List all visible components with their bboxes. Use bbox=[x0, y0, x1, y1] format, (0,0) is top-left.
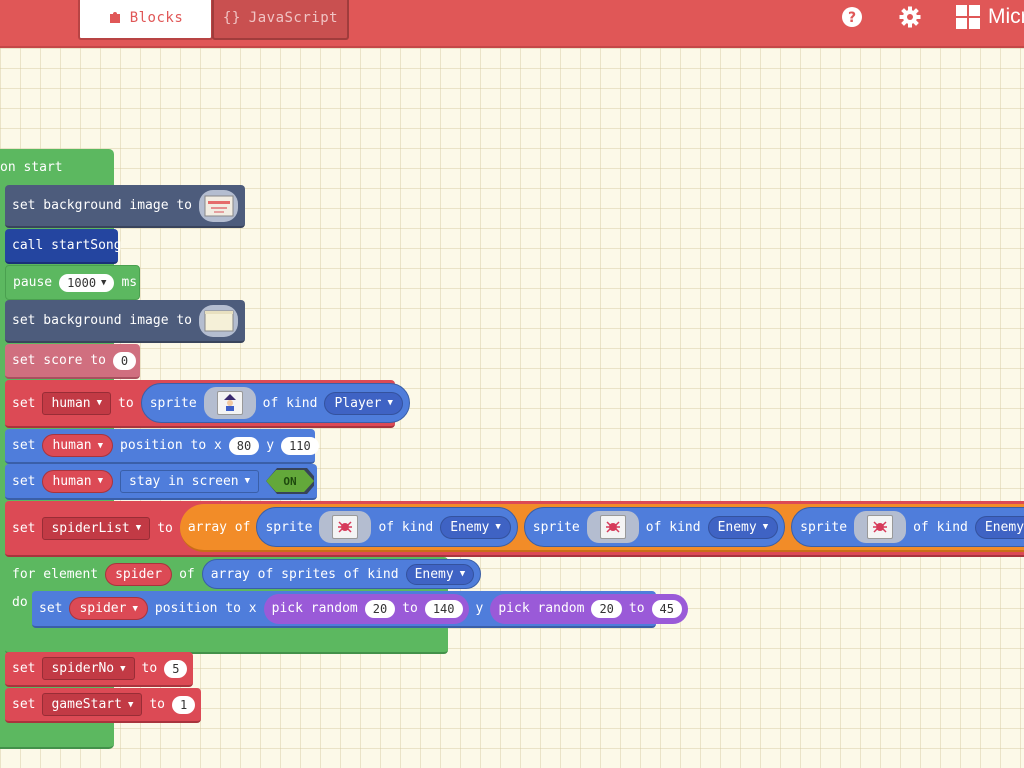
spider-position-block[interactable]: set spider ▼ position to x pick random 2… bbox=[32, 591, 688, 628]
spider-loop-variable[interactable]: spider bbox=[105, 562, 173, 586]
set-game-start-block[interactable]: set gameStart ▼ to 1 bbox=[5, 688, 201, 723]
tab-blocks-label: Blocks bbox=[129, 10, 184, 26]
sprite-flag-dropdown[interactable]: stay in screen ▼ bbox=[120, 469, 260, 493]
game-start-variable-dropdown[interactable]: gameStart ▼ bbox=[42, 693, 143, 716]
set-background-block-1[interactable]: set background image to bbox=[5, 185, 245, 228]
on-off-toggle[interactable]: ON bbox=[266, 468, 315, 494]
kind-enemy-dropdown-loop[interactable]: Enemy ▼ bbox=[405, 563, 475, 585]
kind-enemy-dropdown-1[interactable]: Enemy ▼ bbox=[440, 515, 511, 539]
chevron-down-icon: ▼ bbox=[135, 523, 142, 533]
sprite-player-expression[interactable]: sprite of kind Player ▼ bbox=[140, 383, 410, 423]
microsoft-logo-icon bbox=[956, 5, 980, 29]
spider-no-value-field[interactable]: 5 bbox=[164, 659, 188, 678]
array-of-sprites-expression[interactable]: array of sprites of kind Enemy ▼ bbox=[201, 559, 482, 589]
pick-random-y-expression[interactable]: pick random 20 to 45 bbox=[490, 593, 688, 624]
spider-no-variable-dropdown[interactable]: spiderNo ▼ bbox=[42, 657, 135, 680]
grid-image-icon bbox=[204, 310, 233, 331]
human-stay-variable-dropdown[interactable]: human ▼ bbox=[42, 469, 114, 493]
microsoft-brand[interactable]: Micr bbox=[956, 4, 1024, 30]
enemy-sprite-expression-3[interactable]: sprite of kind Enemy ▼ bbox=[791, 507, 1024, 547]
chevron-down-icon: ▼ bbox=[387, 398, 393, 408]
curly-braces-icon: {} bbox=[222, 10, 241, 26]
title-screen-image-icon bbox=[204, 195, 233, 216]
set-score-block[interactable]: set score to 0 bbox=[5, 344, 140, 379]
score-value-field[interactable]: 0 bbox=[112, 351, 137, 370]
on-start-label: on start bbox=[0, 159, 63, 175]
spider-sprite-icon bbox=[338, 521, 353, 533]
pick-random-x-expression[interactable]: pick random 20 to 140 bbox=[263, 593, 469, 624]
tab-blocks[interactable]: Blocks bbox=[78, 0, 213, 40]
brand-text: Micr bbox=[988, 5, 1024, 28]
spider-sprite-icon bbox=[605, 521, 620, 533]
chevron-down-icon: ▼ bbox=[97, 476, 104, 486]
do-label: do bbox=[12, 594, 28, 610]
array-of-expression[interactable]: array of sprite of kind Enemy ▼ sprite bbox=[179, 504, 1024, 552]
enemy-sprite-expression-1[interactable]: sprite of kind Enemy ▼ bbox=[256, 507, 518, 547]
random-x-to-field[interactable]: 140 bbox=[424, 599, 463, 618]
chevron-down-icon: ▼ bbox=[459, 569, 466, 579]
chevron-down-icon: ▼ bbox=[132, 603, 138, 614]
set-background-block-2[interactable]: set background image to bbox=[5, 300, 245, 343]
kind-player-dropdown[interactable]: Player ▼ bbox=[324, 391, 403, 415]
background-image-picker-2[interactable] bbox=[199, 304, 238, 337]
chevron-down-icon: ▼ bbox=[96, 398, 103, 408]
chevron-down-icon: ▼ bbox=[120, 663, 126, 674]
human-position-variable-dropdown[interactable]: human ▼ bbox=[42, 434, 114, 457]
chevron-down-icon: ▼ bbox=[762, 522, 769, 532]
pause-label: pause bbox=[13, 275, 53, 290]
sprite-image-picker[interactable] bbox=[203, 387, 256, 419]
enemy-sprite-picker-3[interactable] bbox=[854, 511, 907, 543]
player-sprite-icon bbox=[223, 394, 236, 411]
chevron-down-icon: ▼ bbox=[244, 476, 251, 486]
human-stay-in-screen-block[interactable]: set human ▼ stay in screen ▼ ON bbox=[5, 464, 317, 500]
tab-javascript-label: JavaScript bbox=[248, 10, 339, 26]
call-start-song-block[interactable]: call startSong bbox=[5, 229, 122, 264]
spider-list-variable-dropdown[interactable]: spiderList ▼ bbox=[42, 516, 151, 540]
for-element-header: for element spider of array of sprites o… bbox=[5, 558, 488, 590]
random-y-to-field[interactable]: 45 bbox=[651, 599, 682, 618]
chevron-down-icon: ▼ bbox=[97, 440, 104, 451]
enemy-sprite-picker-2[interactable] bbox=[586, 511, 639, 543]
kind-enemy-dropdown-3[interactable]: Enemy ▼ bbox=[974, 515, 1024, 539]
chevron-down-icon: ▼ bbox=[495, 522, 501, 532]
puzzle-piece-icon bbox=[109, 12, 120, 23]
human-x-field[interactable]: 80 bbox=[228, 436, 260, 455]
tab-javascript[interactable]: {} JavaScript bbox=[212, 0, 349, 40]
enemy-sprite-picker-1[interactable] bbox=[319, 511, 372, 543]
spider-sprite-icon bbox=[873, 521, 888, 533]
human-position-block[interactable]: set human ▼ position to x 80 y 110 bbox=[5, 429, 319, 464]
game-start-value-field[interactable]: 1 bbox=[172, 695, 196, 714]
set-spider-no-block[interactable]: set spiderNo ▼ to 5 bbox=[5, 652, 193, 687]
svg-text:?: ? bbox=[848, 10, 856, 26]
human-y-field[interactable]: 110 bbox=[281, 436, 319, 455]
human-variable-dropdown[interactable]: human ▼ bbox=[42, 391, 112, 415]
question-circle-icon[interactable]: ? bbox=[841, 6, 863, 28]
chevron-down-icon: ▼ bbox=[127, 699, 134, 710]
set-human-sprite-block[interactable]: set human ▼ to sprite of kind Player ▼ bbox=[5, 380, 410, 428]
background-image-picker[interactable] bbox=[199, 189, 238, 222]
random-x-from-field[interactable]: 20 bbox=[364, 599, 396, 618]
kind-enemy-dropdown-2[interactable]: Enemy ▼ bbox=[707, 515, 779, 539]
enemy-sprite-expression-2[interactable]: sprite of kind Enemy ▼ bbox=[523, 507, 786, 547]
pause-unit: ms bbox=[121, 275, 138, 290]
gear-icon[interactable] bbox=[899, 6, 921, 28]
chevron-down-icon: ▼ bbox=[101, 277, 107, 288]
top-bar: Blocks {} JavaScript ? Micr bbox=[0, 0, 1024, 48]
set-spider-list-block[interactable]: set spiderList ▼ to array of sprite of k… bbox=[5, 501, 1024, 557]
spider-position-variable-dropdown[interactable]: spider ▼ bbox=[69, 597, 148, 620]
pause-block[interactable]: pause 1000 ▼ ms bbox=[5, 265, 140, 300]
pause-duration-dropdown[interactable]: 1000 ▼ bbox=[59, 273, 115, 292]
random-y-from-field[interactable]: 20 bbox=[591, 599, 622, 618]
